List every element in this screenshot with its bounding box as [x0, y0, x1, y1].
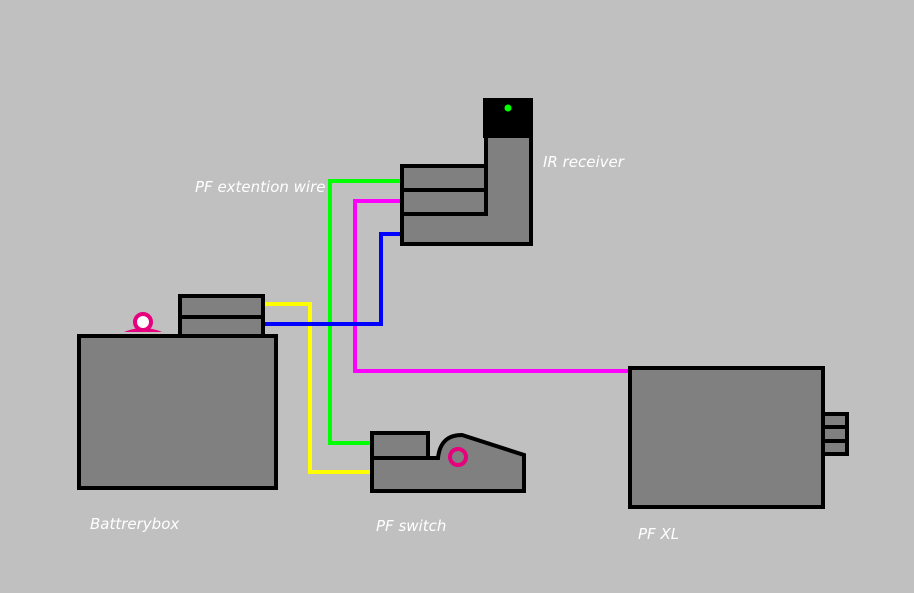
label-ext-wire: PF extention wire [195, 178, 326, 196]
ir-led [504, 104, 512, 112]
magenta-wire [353, 199, 630, 373]
yellow-wire [264, 302, 372, 474]
blue-wire [264, 232, 402, 326]
battery-box [77, 294, 278, 490]
ir-receiver [400, 98, 533, 246]
pf-switch [370, 431, 526, 493]
label-ir-receiver: IR receiver [543, 153, 625, 171]
battery-switch-knob [124, 312, 162, 332]
green-wire [328, 179, 402, 445]
label-pf-xl: PF XL [638, 525, 679, 543]
pf-xl-motor [628, 366, 849, 509]
label-battery-box: Battrerybox [90, 515, 179, 533]
pf-switch-knob [448, 447, 468, 467]
label-pf-switch: PF switch [376, 517, 446, 535]
